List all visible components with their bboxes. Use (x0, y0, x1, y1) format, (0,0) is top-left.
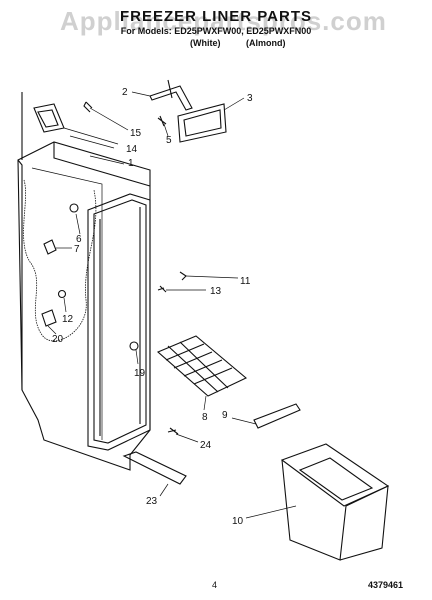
callout-13: 13 (210, 286, 222, 297)
page-subtitle: For Models: ED25PWXFW00, ED25PWXFN00 (120, 26, 312, 36)
callout-2: 2 (122, 87, 128, 98)
callout-12: 12 (62, 314, 74, 325)
callout-7: 7 (74, 244, 80, 255)
part-9-shelf-trim (253, 403, 301, 429)
page-number: 4 (212, 580, 218, 590)
callout-24: 24 (200, 440, 212, 451)
callout-23: 23 (146, 496, 158, 507)
callout-8: 8 (202, 412, 208, 423)
callout-9: 9 (222, 410, 228, 421)
color-label-white: (White) (190, 38, 221, 48)
watermark: Appliancepartspros.com (60, 6, 387, 36)
callout-5: 5 (166, 135, 172, 146)
part-6-screw (69, 203, 79, 213)
part-19-fastener (129, 341, 139, 351)
callout-1: 1 (128, 158, 134, 169)
part-24-screw (167, 427, 179, 435)
part-5-screw (157, 115, 167, 127)
foam-outline (23, 179, 97, 342)
part-15-screw (83, 101, 93, 113)
part-20-clip (41, 309, 57, 327)
part-3-shelf-cover (177, 103, 227, 143)
color-label-almond: (Almond) (246, 38, 286, 48)
part-7-clip (43, 239, 57, 255)
part-12-screw (57, 289, 67, 299)
freezer-liner (17, 141, 151, 471)
callout-20: 20 (52, 334, 64, 345)
part-13-screw (157, 285, 167, 293)
liner-front-frame (87, 193, 151, 451)
part-10-freezer-bin (280, 443, 390, 561)
callout-3: 3 (247, 93, 253, 104)
callout-6: 6 (76, 234, 82, 245)
callout-19: 19 (134, 368, 146, 379)
callout-15: 15 (130, 128, 142, 139)
part-23-rail (122, 451, 187, 485)
callout-11: 11 (240, 276, 251, 287)
callout-10: 10 (232, 516, 244, 527)
callout-14: 14 (126, 144, 138, 155)
document-number: 4379461 (368, 580, 404, 590)
part-2-hinge (149, 79, 193, 111)
part-11-screw (179, 271, 187, 281)
part-8-wire-shelf (156, 335, 248, 397)
page-title: FREEZER LINER PARTS (119, 8, 313, 25)
part-14-bracket (21, 92, 65, 160)
